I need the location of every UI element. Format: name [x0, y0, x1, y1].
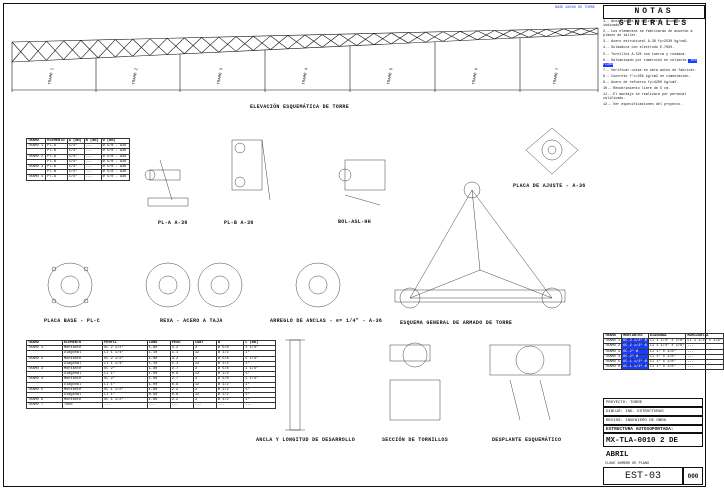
table-cell: --- [83, 174, 102, 181]
sheet-code: EST-03 [603, 467, 683, 485]
table-cell: TRAMO 2 [25, 153, 47, 160]
table-cell: OC 2" Ø [621, 348, 649, 355]
table-cell: TRAMO 3 [602, 348, 623, 355]
sheet-label: CLAVE NUMERO DE PLANO [605, 462, 650, 466]
desplante-caption: DESPLANTE ESQUEMÁTICO [492, 437, 562, 443]
note-item: 5.- Tornillos A-325 con tuerca y rondana… [603, 52, 687, 57]
note-item: 11.- El montaje se realizará por persona… [603, 93, 687, 102]
note-item: 9.- Acero de refuerzo fy=4200 kg/cm2. [603, 81, 679, 86]
note-item: 6.- Galvanizado por inmersión en calient… [603, 58, 697, 67]
table-cell: TRAMO 6 [602, 364, 623, 371]
table-cell: TRAMO 2 [602, 343, 623, 350]
note-item: 2.- Los elementos se fabricarán de acuer… [603, 30, 693, 39]
seccion-caption: SECCIÓN DE TORNILLOS [382, 437, 449, 443]
note-item: 4.- Soldadura con electrodo E-70XX. [603, 46, 675, 51]
esquema-caption: ESQUEMA GENERAL DE ARMADO DE TORRE [400, 320, 513, 326]
table-cell: Ø 5/8 - A36 [100, 163, 131, 171]
table-cell: --- [146, 402, 171, 409]
table-cell: TRAMO 5 [602, 358, 623, 366]
table-cell: LI 1" x 1/8" [647, 364, 687, 371]
note-item: 10.- Recubrimiento libre de 5 cm. [603, 87, 671, 92]
table-cell: --- [243, 402, 276, 409]
table-cell: --- [169, 402, 194, 409]
note-highlight: VER PLANO [603, 58, 697, 67]
table-cell: OC 2 1/2" Ø [621, 343, 649, 350]
table-cell: --- [192, 402, 217, 409]
table-cell: TRAMO 1 [25, 143, 47, 150]
ancla-caption: ANCLA Y LONGITUD DE DESARROLLO [256, 437, 356, 443]
project-code: MX-TLA-0010 2 DE ABRIL [603, 433, 703, 459]
table-cell: Ø 5/8 - A36 [100, 174, 131, 181]
title-block-row-2: DIBUJÓ: ING. ESTRUCTURAS [603, 407, 703, 416]
elevation-caption: ELEVACIÓN ESQUEMÁTICA DE TORRE [250, 104, 350, 110]
placa-base-caption: PLACA BASE - PL-C [44, 318, 101, 324]
column-header: ELEMENTO [45, 137, 68, 145]
table-cell: --- [685, 364, 724, 371]
table-cell: OC 2" Ø [621, 353, 649, 361]
table-cell: --- [102, 402, 148, 409]
pl-a-caption: PL-A A-36 [158, 220, 188, 226]
general-notes: 1.- Acotaciones en milímetros, excepto l… [603, 20, 703, 110]
note-item: 3.- Acero estructural A-36 fy=2530 kg/cm… [603, 40, 689, 45]
arreglo-caption: ARREGLO DE ANCLAS - e= 1/4" - A-36 [270, 318, 383, 324]
table-cell: --- [215, 402, 245, 409]
drawing-sheet [3, 3, 706, 487]
top-label: BASE ANCHO DE TORRE [555, 6, 595, 10]
placa-ajuste-caption: PLACA DE AJUSTE - A-36 [513, 183, 586, 189]
notes-title: NOTAS GENERALES [603, 5, 705, 28]
table-cell: TRAMO 4 [602, 353, 623, 361]
table-cell: Ø 5/8 - A36 [100, 148, 131, 155]
bol-caption: BOL-ASL-HH [338, 219, 372, 225]
column-header: A (mm) [66, 137, 85, 145]
note-item: 12.- Ver especificaciones del proyecto. [603, 103, 683, 108]
column-header: B (mm) [83, 137, 102, 145]
pl-b-caption: PL-B A-36 [224, 220, 254, 226]
table-cell: TRAMO 1 [602, 338, 623, 345]
table-cell: OC 1 1/2" Ø [621, 364, 649, 371]
structure-label: ESTRUCTURA AUTOSOPORTADA: [603, 425, 703, 433]
table-cell: TRAMO 3 [25, 163, 47, 171]
note-item: 7.- Verificar cotas en obra antes de fab… [603, 68, 697, 73]
table-cell: LI 1 1/4" x 1/8" [647, 343, 687, 350]
rexa-caption: REXA - ACERO A TAJA [160, 318, 223, 324]
table-cell: Pl.A [45, 174, 68, 181]
table-cell: TRAMO 4 [25, 174, 47, 181]
table-cell: Ø 5/8 - A36 [100, 158, 131, 166]
table-cell: Ø 5/8 - A36 [100, 153, 131, 160]
table-cell: OC 1 1/2" Ø [621, 358, 649, 366]
note-item: 1.- Acotaciones en milímetros, excepto l… [603, 20, 687, 29]
column-header: TRAMO [602, 332, 623, 340]
title-block-row-1: PROYECTO: TORRE [603, 398, 703, 407]
note-item: 8.- Concreto f'c=250 kg/cm2 en cimentaci… [603, 74, 691, 79]
table-cell: 1/4" [66, 174, 85, 181]
column-header: TRAMO [25, 137, 47, 145]
sheet-number: 000 [683, 467, 703, 485]
table-cell: Tubo [61, 402, 104, 409]
table-cell: LI 1 1/4" x 1/8" [685, 338, 724, 345]
title-block-row-3: REVISÓ: INGENIERO DE OBRA [603, 416, 703, 425]
table-cell: TRAMO 7 [26, 402, 63, 409]
